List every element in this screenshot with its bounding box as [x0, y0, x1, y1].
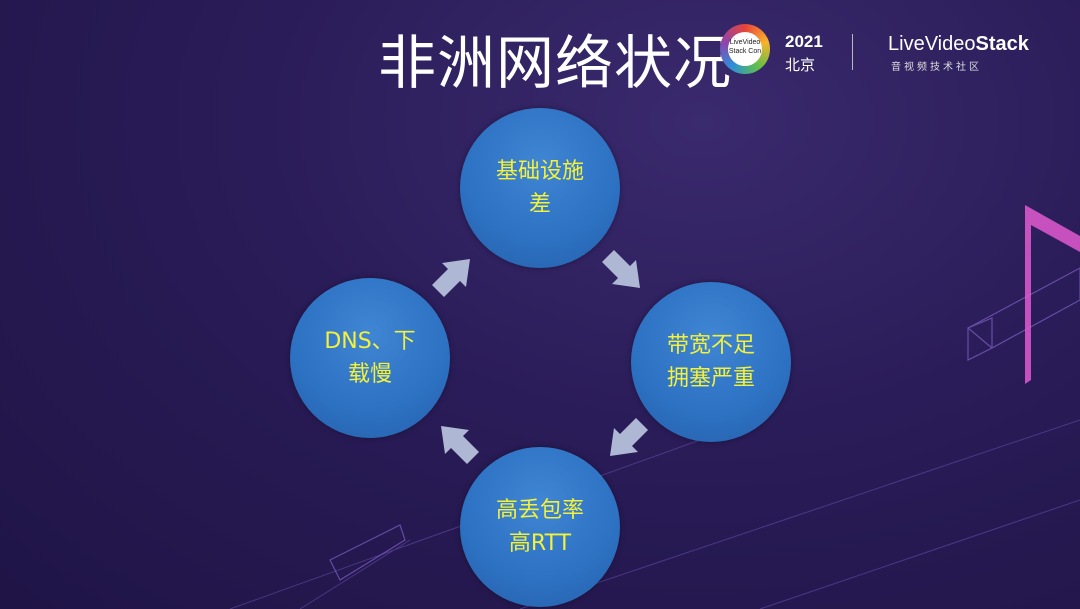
- node-line: 带宽不足: [667, 329, 755, 362]
- event-logo: LiveVideo Stack Con: [720, 24, 770, 74]
- header-brand: LiveVideo Stack Con 2021 北京 LiveVideoSta…: [715, 24, 1055, 80]
- brand-tagline: 音视频技术社区: [891, 58, 982, 73]
- event-year: 2021: [785, 32, 823, 52]
- cycle-node-infrastructure: 基础设施 差: [460, 108, 620, 268]
- node-line: DNS、下: [324, 325, 415, 358]
- brand-divider: [852, 34, 853, 70]
- event-logo-text: LiveVideo Stack Con: [728, 32, 762, 66]
- brand-name-bold: Stack: [975, 33, 1028, 55]
- node-line: 高丢包率: [496, 494, 584, 527]
- brand-name: LiveVideoStack: [888, 33, 1029, 56]
- slide-title: 非洲网络状况: [378, 34, 732, 92]
- event-city: 北京: [785, 54, 815, 75]
- arrow-down-left-icon: [606, 416, 650, 460]
- arrow-down-right-icon: [600, 248, 644, 292]
- brand-name-light: LiveVideo: [888, 33, 975, 55]
- node-line: 基础设施: [496, 155, 584, 188]
- node-line: 差: [529, 188, 551, 221]
- cycle-node-packet-loss: 高丢包率 高RTT: [460, 447, 620, 607]
- node-line: 拥塞严重: [667, 362, 755, 395]
- cycle-node-bandwidth: 带宽不足 拥塞严重: [631, 282, 791, 442]
- node-line: 载慢: [348, 358, 392, 391]
- arrow-up-right-icon: [430, 255, 474, 299]
- arrow-up-left-icon: [437, 422, 481, 466]
- node-line: 高RTT: [509, 527, 571, 560]
- cycle-node-dns: DNS、下 载慢: [290, 278, 450, 438]
